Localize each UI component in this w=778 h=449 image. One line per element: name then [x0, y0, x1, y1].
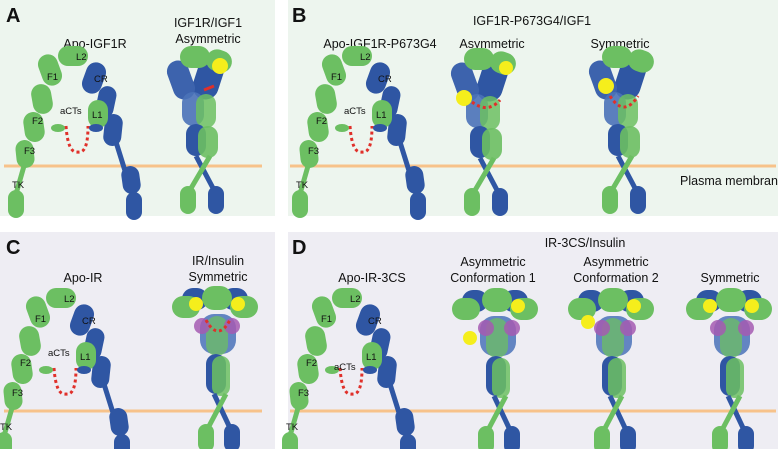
receptor-dimer-icon: L2 F1 CR L1 aCTs F2 F3 TK — [282, 288, 416, 449]
domain-label-f2: F2 — [20, 358, 31, 369]
panel-letter-b: B — [292, 5, 306, 27]
panel-b-title-asym: Asymmetric — [459, 37, 524, 51]
ligand-icon — [627, 299, 641, 313]
receptor-dimer-icon: L2 F1 CR L1 aCTs F2 F3 TK — [292, 46, 426, 220]
panel-b-background — [288, 0, 778, 216]
insulin-icon — [710, 320, 726, 336]
domain-label-f3: F3 — [12, 388, 23, 399]
panel-b-header: IGF1R-P673G4/IGF1 — [473, 14, 591, 28]
panel-d-title-asym1: Asymmetric — [460, 255, 525, 269]
panel-d-title-apo: Apo-IR-3CS — [338, 271, 405, 285]
ligand-icon — [745, 299, 759, 313]
receptor-dimer-icon — [452, 288, 538, 449]
domain-label-f2: F2 — [306, 358, 317, 369]
panel-letter-a: A — [6, 5, 20, 27]
domain-label-f1: F1 — [47, 72, 58, 83]
panel-b-title-sym: Symmetric — [590, 37, 649, 51]
domain-label-cr: CR — [368, 316, 382, 327]
panel-c-title-sym: Symmetric — [188, 270, 247, 284]
domain-label-l1: L1 — [80, 352, 91, 363]
panel-a-title-asym: Asymmetric — [175, 32, 240, 46]
membrane-label: Plasma membrane — [680, 174, 778, 188]
receptor-dimer-icon — [586, 46, 657, 214]
panel-a-title-complex: IGF1R/IGF1 — [174, 16, 242, 30]
receptor-dimer-icon: L2 F1 CR L1 aCTs F2 F3 TK — [0, 288, 130, 449]
insulin-icon — [594, 320, 610, 336]
domain-label-f2: F2 — [316, 116, 327, 127]
receptor-dimer-icon: L2 F1 CR L1 aCTs F2 F3 TK — [8, 46, 142, 220]
domain-label-l2: L2 — [64, 294, 75, 305]
domain-label-l2: L2 — [350, 294, 361, 305]
domain-label-f3: F3 — [308, 146, 319, 157]
insulin-icon — [620, 320, 636, 336]
domain-label-l1: L1 — [376, 110, 387, 121]
panel-d-title-conf2: Conformation 2 — [573, 271, 659, 285]
insulin-icon — [738, 320, 754, 336]
receptor-dimer-icon — [686, 288, 772, 449]
receptor-dimer-icon — [448, 48, 519, 216]
ligand-icon — [463, 331, 477, 345]
ligand-icon — [456, 90, 472, 106]
panel-d-title-asym2: Asymmetric — [583, 255, 648, 269]
domain-label-f1: F1 — [35, 314, 46, 325]
domain-label-acts: aCTs — [344, 106, 366, 117]
panel-b-title-apo: Apo-IGF1R-P673G4 — [323, 37, 436, 51]
domain-label-tk: TK — [0, 422, 13, 433]
receptor-dimer-icon — [164, 46, 235, 214]
domain-label-tk: TK — [296, 180, 309, 191]
domain-label-acts: aCTs — [334, 362, 356, 373]
domain-label-f2: F2 — [32, 116, 43, 127]
domain-label-l1: L1 — [366, 352, 377, 363]
domain-label-cr: CR — [378, 74, 392, 85]
panel-c-title-apo: Apo-IR — [64, 271, 103, 285]
domain-label-l2: L2 — [76, 52, 87, 63]
panel-d-background — [288, 232, 778, 449]
insulin-icon — [504, 320, 520, 336]
ligand-icon — [598, 78, 614, 94]
domain-label-l2: L2 — [360, 52, 371, 63]
ligand-icon — [189, 297, 203, 311]
panel-letter-d: D — [292, 237, 306, 259]
domain-label-acts: aCTs — [60, 106, 82, 117]
domain-label-cr: CR — [82, 316, 96, 327]
domain-label-tk: TK — [286, 422, 299, 433]
ligand-icon — [231, 297, 245, 311]
insulin-icon — [224, 318, 240, 334]
panel-d-title-conf1: Conformation 1 — [450, 271, 536, 285]
panel-d-title-sym: Symmetric — [700, 271, 759, 285]
ligand-icon — [212, 58, 228, 74]
receptor-dimer-icon — [568, 288, 654, 449]
domain-label-cr: CR — [94, 74, 108, 85]
domain-label-f3: F3 — [24, 146, 35, 157]
domain-label-f1: F1 — [331, 72, 342, 83]
ligand-icon — [499, 61, 513, 75]
domain-label-f3: F3 — [298, 388, 309, 399]
ligand-icon — [581, 315, 595, 329]
domain-label-acts: aCTs — [48, 348, 70, 359]
panel-c-title-complex: IR/Insulin — [192, 254, 244, 268]
domain-label-f1: F1 — [321, 314, 332, 325]
panel-d-header: IR-3CS/Insulin — [545, 236, 626, 250]
receptor-dimer-icon — [172, 286, 258, 449]
domain-label-tk: TK — [12, 180, 25, 191]
ligand-icon — [511, 299, 525, 313]
insulin-icon — [478, 320, 494, 336]
ligand-icon — [703, 299, 717, 313]
panel-letter-c: C — [6, 237, 20, 259]
domain-label-l1: L1 — [92, 110, 103, 121]
